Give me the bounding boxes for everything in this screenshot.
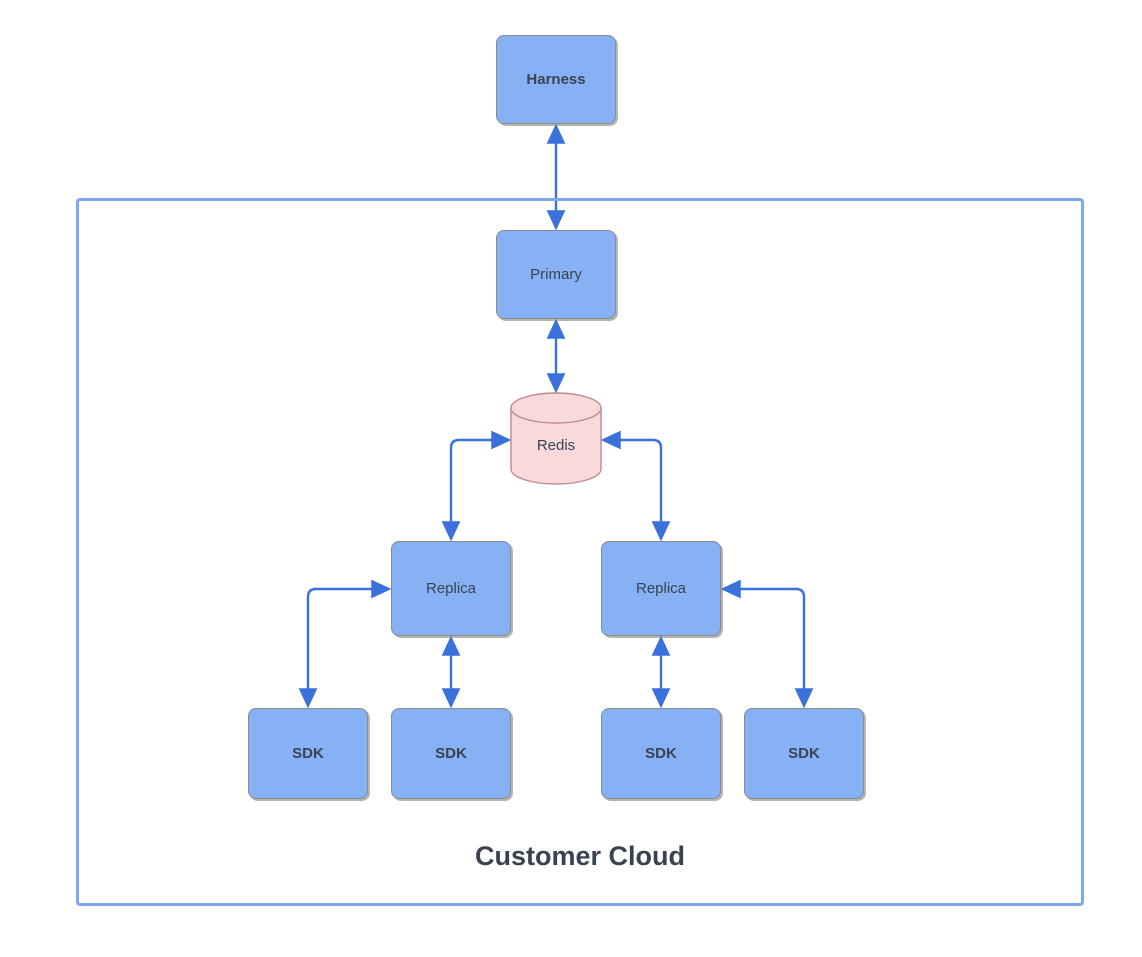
node-sdk-2[interactable]: SDK	[391, 708, 511, 799]
node-replica-left-label: Replica	[425, 579, 477, 597]
node-sdk-4[interactable]: SDK	[744, 708, 864, 799]
node-replica-right[interactable]: Replica	[601, 541, 721, 636]
node-sdk-1[interactable]: SDK	[248, 708, 368, 799]
node-replica-left[interactable]: Replica	[391, 541, 511, 636]
node-sdk-1-label: SDK	[292, 744, 324, 762]
node-primary-label: Primary	[530, 265, 582, 283]
redis-datastore-shape	[510, 392, 602, 485]
edge-replica-right-sdk-4	[720, 579, 814, 709]
node-sdk-3[interactable]: SDK	[601, 708, 721, 799]
edge-redis-replica-left	[441, 430, 512, 542]
edge-replica-left-sdk-1	[298, 579, 392, 709]
node-sdk-4-label: SDK	[788, 744, 820, 762]
customer-cloud-title: Customer Cloud	[474, 841, 685, 871]
node-replica-right-label: Replica	[635, 579, 687, 597]
node-primary[interactable]: Primary	[496, 230, 616, 319]
customer-cloud-boundary	[76, 198, 1084, 906]
node-sdk-2-label: SDK	[435, 744, 467, 762]
node-harness-label: Harness	[526, 70, 586, 88]
node-harness[interactable]: Harness	[496, 35, 616, 124]
node-sdk-3-label: SDK	[645, 744, 677, 762]
edge-redis-replica-right	[600, 430, 671, 542]
